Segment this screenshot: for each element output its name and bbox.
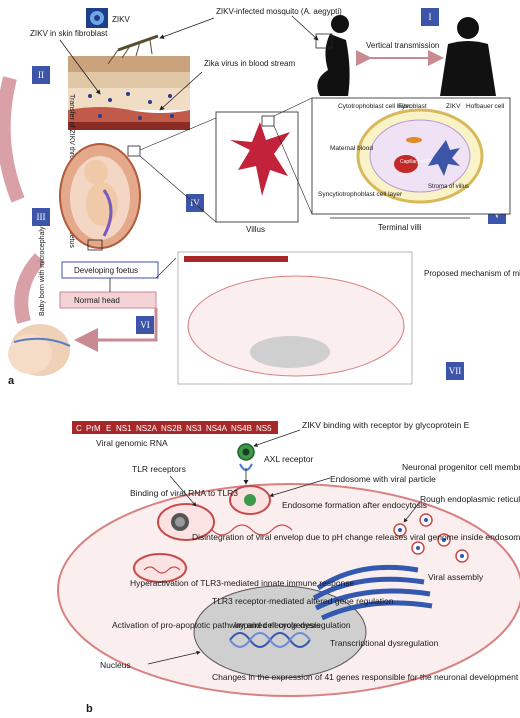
roman-box-i: I [421, 8, 439, 26]
tlr-receptors-label: TLR receptors [132, 464, 186, 474]
normal-to-baby-arrow [74, 308, 158, 352]
svg-text:IV: IV [190, 198, 200, 208]
villus-shape [230, 122, 290, 196]
syncytio-label: Syncytiotrophoblast cell layer [318, 191, 403, 198]
genome-segment: PrM [86, 424, 101, 433]
viral-assembly-label: Viral assembly [428, 572, 484, 582]
axl-receptor-label: AXL receptor [264, 454, 313, 464]
endosome-disintegration [157, 503, 215, 541]
capillary-label: Capillary of FETUS [400, 159, 443, 165]
roman-box-vii: VII [446, 362, 464, 380]
genome-segment: NS4B [231, 424, 252, 433]
endosome-with-particle [229, 485, 271, 515]
proposed-mechanism-label: Proposed mechanism of microcephaly in hN… [424, 269, 520, 278]
zikv-binding-label: ZIKV binding with receptor by glycoprote… [302, 420, 470, 430]
zika-in-blood-label: Zika virus in blood stream [204, 59, 295, 68]
panel-b-label: b [86, 703, 93, 715]
panel-a-label: a [8, 375, 15, 387]
endosome-with-label: Endosome with viral particle [330, 474, 436, 484]
cytotrophoblast-label: Cytotrophoblast cell layer [338, 103, 412, 110]
transfer-curved-arrow [0, 76, 25, 203]
skin-cross-section [68, 56, 190, 130]
tlr3-receptor-label: TLR3 receptor-mediated altered gene regu… [212, 596, 394, 606]
fibroblast-cell [406, 137, 422, 143]
panel-a: ZIKV ZIKV in skin fibroblast ZIKV-infect… [0, 7, 520, 387]
mosquito-label: ZIKV-infected mosquito (A. aegypti) [216, 7, 342, 16]
neuronal-membrane-label: Neuronal progenitor cell membrane [402, 462, 520, 472]
roman-box-vi: VI [136, 316, 154, 334]
stroma-label: Stroma of villus [428, 184, 469, 190]
baby-curved-arrow [14, 253, 46, 324]
hofbauer-label: Hofbauer cell [466, 103, 505, 110]
activation-label: Activation of pro-apoptotic pathway and … [112, 620, 351, 630]
svg-text:VII: VII [449, 366, 462, 376]
developing-foetus-label: Developing foetus [74, 266, 138, 275]
zikv-label: ZIKV [112, 15, 130, 24]
maternal-blood-label: Maternal blood [330, 145, 373, 152]
svg-text:V: V [494, 210, 501, 220]
svg-text:I: I [429, 12, 432, 22]
changes-label: Changes in the expression of 41 genes re… [212, 672, 519, 682]
rough-er [312, 564, 433, 621]
man-silhouette [440, 17, 496, 96]
disintegration-label: Disintegration of viral envelop due to p… [192, 532, 520, 542]
genome-segment: NS1 [116, 424, 132, 433]
pregnant-woman-silhouette [317, 15, 350, 96]
genome-segment: NS2A [136, 424, 158, 433]
normal-head-label: Normal head [74, 296, 120, 305]
viral-rna-strand [211, 524, 293, 536]
fetal-capillary [394, 155, 418, 173]
baby-born-label: Baby born with microcephaly [39, 226, 46, 316]
placenta-zoom-box [315, 33, 333, 49]
binding-rna-label: Binding of viral RNA to TLR3 [130, 488, 238, 498]
svg-text:II: II [38, 70, 44, 80]
endosome-formation-label: Endosome formation after endocytosis [282, 500, 427, 510]
hofbauer-cell [428, 140, 460, 176]
roman-box-iii: III [32, 208, 50, 226]
normal-head-box [59, 291, 157, 309]
genome-bar [72, 421, 278, 434]
villus-label: Villus [246, 225, 265, 234]
transcriptional-label: Transcriptional dysregulation [330, 638, 439, 648]
genome-segment: NS2B [161, 424, 182, 433]
genome-segment: NS5 [256, 424, 272, 433]
terminal-villi-label: Terminal villi [378, 223, 422, 232]
svg-text:VI: VI [140, 320, 150, 330]
genome-segment: C [76, 424, 82, 433]
viral-assembly-vesicles [393, 513, 469, 563]
zikv-virus-icon [86, 8, 108, 28]
mosquito-icon [107, 34, 159, 65]
impaired-label: Impaired neurogenesis [234, 620, 320, 630]
genome-segment: NS3 [186, 424, 202, 433]
nucleus-label: Nucleus [100, 660, 131, 670]
rough-er-label: Rough endoplasmic reticulum [420, 494, 520, 504]
vertical-transmission-label: Vertical transmission [366, 41, 439, 50]
roman-box-ii: II [32, 66, 50, 84]
tlr3-endosome [133, 553, 187, 583]
uterus-with-foetus [59, 143, 141, 251]
viral-genomic-rna-label: Viral genomic RNA [96, 438, 168, 448]
genome-segment: E [106, 424, 111, 433]
svg-text:III: III [37, 212, 46, 222]
zikv-in-skin-label: ZIKV in skin fibroblast [30, 29, 108, 38]
zikv-v-label: ZIKV [446, 103, 461, 110]
genome-segment: NS4A [206, 424, 228, 433]
hyperactivation-label: Hyperactivation of TLR3-mediated innate … [130, 578, 355, 588]
zikv-particle-icon [237, 443, 255, 471]
fibroblast-label: Fibroblast [398, 103, 427, 110]
baby-head-illustration [8, 324, 71, 376]
